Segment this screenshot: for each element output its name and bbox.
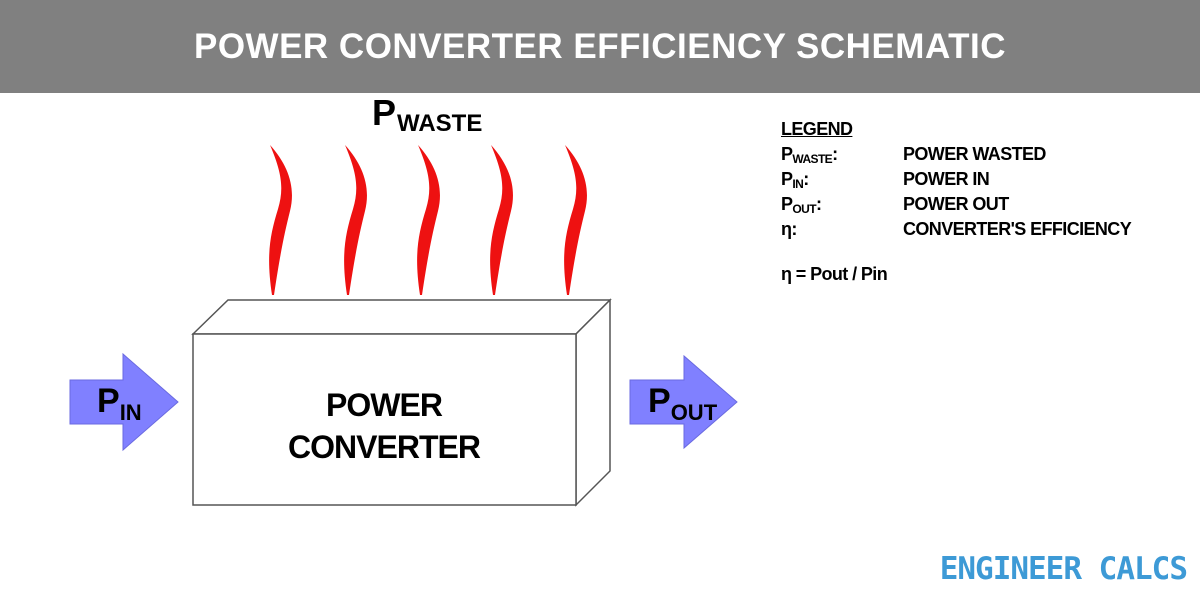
input-arrow-shape	[69, 352, 179, 452]
legend-row-waste: PWASTE: POWER WASTED	[781, 142, 1181, 167]
legend-description: CONVERTER'S EFFICIENCY	[903, 219, 1132, 239]
legend-symbol: PWASTE:	[781, 144, 838, 166]
legend-row-in: PIN: POWER IN	[781, 167, 1181, 192]
heat-wave-icon	[490, 145, 513, 295]
output-arrow-shape	[629, 354, 738, 450]
input-arrow: PIN	[69, 352, 179, 452]
legend-row-efficiency: η: CONVERTER'S EFFICIENCY	[781, 217, 1181, 242]
box-front-face	[192, 333, 577, 506]
box-label-line1: POWER	[326, 387, 443, 423]
page-title: POWER CONVERTER EFFICIENCY SCHEMATIC	[193, 26, 1007, 66]
legend-title: LEGEND	[781, 119, 853, 139]
converter-box	[191, 298, 612, 507]
box-label-line2: CONVERTER	[288, 429, 481, 465]
heat-wave-icon	[269, 145, 292, 295]
box-side-face	[575, 298, 611, 507]
legend-symbol: POUT:	[781, 194, 822, 216]
legend-description: POWER IN	[903, 169, 990, 189]
output-arrow: POUT	[629, 354, 738, 450]
legend-symbol: η:	[781, 219, 797, 239]
output-arrow-label: POUT	[648, 382, 718, 425]
brand-logo: ENGINEER CALCS	[939, 551, 1188, 587]
legend-row-out: POUT: POWER OUT	[781, 192, 1181, 217]
legend: LEGEND PWASTE: POWER WASTED PIN: POWER I…	[781, 119, 1181, 285]
heat-wave-icon	[564, 145, 587, 295]
legend-description: POWER WASTED	[903, 144, 1046, 164]
box-top-face	[191, 299, 612, 335]
waste-label: PWASTE	[372, 92, 482, 137]
legend-description: POWER OUT	[903, 194, 1009, 214]
input-arrow-label: PIN	[97, 382, 142, 425]
legend-symbol: PIN:	[781, 169, 809, 191]
heat-wave-icon	[344, 145, 367, 295]
efficiency-formula: η = Pout / Pin	[781, 264, 888, 284]
heat-wave-icon	[417, 145, 440, 295]
title-banner: POWER CONVERTER EFFICIENCY SCHEMATIC	[0, 0, 1200, 93]
heat-waves	[269, 145, 587, 295]
